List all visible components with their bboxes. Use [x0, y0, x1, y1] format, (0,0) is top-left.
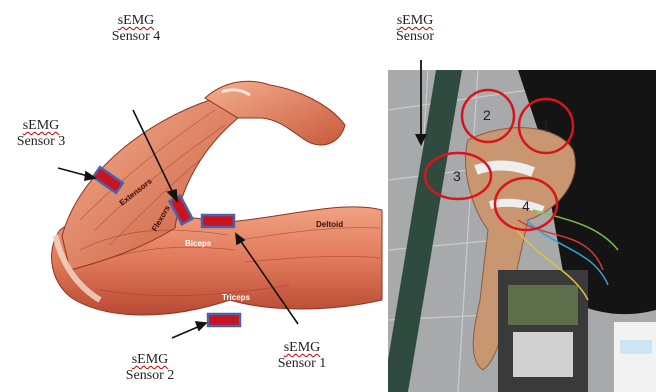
sensor-3-arrow	[58, 168, 88, 176]
circle-1-number: 1	[542, 117, 550, 133]
sensor-1-label-bottom: Sensor 1	[264, 356, 340, 372]
sensor-2-label-top: sEMG	[112, 352, 188, 368]
biceps-label: Biceps	[185, 239, 212, 248]
circle-2-number: 2	[483, 107, 491, 123]
sensor-1-label: sEMG Sensor 1	[264, 340, 340, 372]
deltoid-label: Deltoid	[316, 220, 343, 229]
arm-photo: 1 2 3 4	[388, 70, 656, 392]
sensor-3-label: sEMG Sensor 3	[8, 118, 74, 150]
circle-4-number: 4	[522, 198, 530, 214]
photo-sensor-label-top: sEMG	[386, 13, 444, 29]
sensor-2-pad	[208, 314, 240, 326]
arm-photo-drawing	[388, 70, 656, 392]
arm-muscle-illustration: Extensors Flexors Biceps Deltoid Triceps	[0, 0, 388, 392]
sensor-1-label-top: sEMG	[264, 340, 340, 356]
sensor-2-label: sEMG Sensor 2	[112, 352, 188, 384]
circle-3-number: 3	[453, 168, 461, 184]
sensor-4-label-bottom: Sensor 4	[95, 29, 177, 45]
sensor-2-label-bottom: Sensor 2	[112, 368, 188, 384]
sensor-4-label: sEMG Sensor 4	[95, 13, 177, 45]
photo-sensor-label-bottom: Sensor	[386, 29, 444, 45]
triceps-label: Triceps	[222, 293, 251, 302]
sensor-3-label-bottom: Sensor 3	[8, 134, 74, 150]
sensor-3-label-top: sEMG	[8, 118, 74, 134]
sensor-1-pad	[202, 215, 234, 227]
sensor-4-label-top: sEMG	[95, 13, 177, 29]
sensor-2-arrow	[172, 326, 200, 338]
photo-sensor-label: sEMG Sensor	[386, 13, 444, 45]
